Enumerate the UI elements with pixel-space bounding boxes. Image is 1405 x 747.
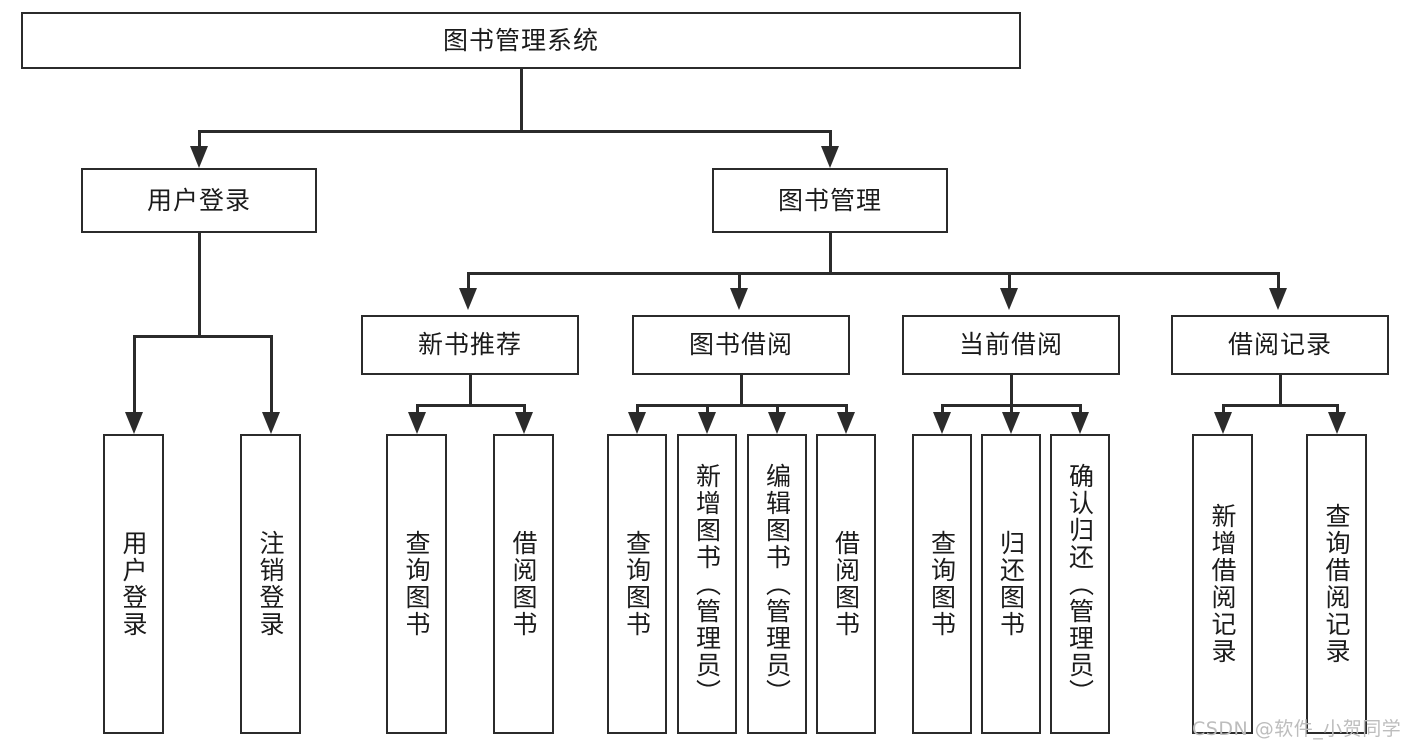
edge-user-login-to-leaf-0 [133,335,136,417]
arrow-bb-to-leaf-3 [837,412,855,434]
edge-bb-to-leaf-1 [706,404,709,417]
node-user-login[interactable]: 用户登录 [81,168,317,233]
node-current-borrow[interactable]: 当前借阅 [902,315,1120,375]
arrow-bb-to-leaf-2 [768,412,786,434]
edge-root-bus [198,130,832,133]
arrow-user-login-to-leaf-0 [125,412,143,434]
edge-book-management-stem [829,233,832,274]
leaf-user-login-0[interactable]: 用户登录 [103,434,164,734]
edge-bm-to-borrow-record [1277,272,1280,292]
node-book-management[interactable]: 图书管理 [712,168,948,233]
node-label: 新增借阅记录 [1208,503,1237,665]
edge-bb-to-leaf-3 [845,404,848,417]
edge-cb-to-leaf-2 [1079,404,1082,417]
edge-nb-to-leaf-1 [523,404,526,417]
edge-user-login-stem [198,233,201,337]
edge-root-to-book-management [829,130,832,152]
leaf-user-login-1[interactable]: 注销登录 [240,434,301,734]
edge-br-to-leaf-0 [1222,404,1225,417]
arrow-cb-to-leaf-2 [1071,412,1089,434]
arrow-bm-to-new-book [459,288,477,310]
node-label: 借阅图书 [831,530,861,638]
edge-bm-to-book-borrow [738,272,741,292]
node-root-book-management-system[interactable]: 图书管理系统 [21,12,1021,69]
edge-user-login-to-leaf-1 [270,335,273,417]
node-label: 查询图书 [622,530,652,638]
node-label: 借阅记录 [1227,330,1332,360]
edge-cb-to-leaf-1 [1010,404,1013,417]
node-label: 新书推荐 [417,330,522,360]
node-label: 编辑图书（管理员） [762,462,792,706]
leaf-book-borrow-3[interactable]: 借阅图书 [816,434,876,734]
node-book-borrow[interactable]: 图书借阅 [632,315,850,375]
node-label: 注销登录 [256,530,285,638]
edge-new-book-bus [416,404,526,407]
node-label: 查询图书 [402,530,431,638]
edge-borrow-record-bus [1222,404,1339,407]
leaf-current-borrow-1[interactable]: 归还图书 [981,434,1041,734]
node-label: 归还图书 [996,530,1026,638]
edge-new-book-stem [469,375,472,406]
edge-book-management-bus [467,272,1279,275]
arrow-root-to-book-management [821,146,839,168]
leaf-book-borrow-1[interactable]: 新增图书（管理员） [677,434,737,734]
node-borrow-record[interactable]: 借阅记录 [1171,315,1389,375]
node-label: 新增图书（管理员） [692,462,722,706]
edge-bb-to-leaf-2 [776,404,779,417]
leaf-new-book-recommend-1[interactable]: 借阅图书 [493,434,554,734]
arrow-bm-to-current-borrow [1000,288,1018,310]
arrow-root-to-user-login [190,146,208,168]
node-new-book-recommend[interactable]: 新书推荐 [361,315,579,375]
node-label: 查询借阅记录 [1322,503,1351,665]
arrow-bb-to-leaf-0 [628,412,646,434]
edge-bm-to-current-borrow [1008,272,1011,292]
arrow-nb-to-leaf-1 [515,412,533,434]
arrow-bm-to-borrow-record [1269,288,1287,310]
leaf-book-borrow-2[interactable]: 编辑图书（管理员） [747,434,807,734]
edge-cb-to-leaf-0 [941,404,944,417]
node-label: 用户登录 [119,530,148,638]
arrow-nb-to-leaf-0 [408,412,426,434]
node-label: 图书借阅 [688,330,793,360]
edge-borrow-record-stem [1279,375,1282,406]
edge-root-stem [520,69,523,132]
arrow-cb-to-leaf-1 [1002,412,1020,434]
arrow-cb-to-leaf-0 [933,412,951,434]
node-label: 用户登录 [146,185,251,215]
edge-bb-to-leaf-0 [636,404,639,417]
node-label: 图书管理 [777,185,882,215]
leaf-current-borrow-2[interactable]: 确认归还（管理员） [1050,434,1110,734]
node-label: 图书管理系统 [442,25,599,55]
node-label: 借阅图书 [509,530,538,638]
edge-bm-to-new-book [467,272,470,292]
edge-current-borrow-stem [1010,375,1013,406]
arrow-br-to-leaf-0 [1214,412,1232,434]
node-label: 确认归还（管理员） [1065,462,1095,706]
node-label: 当前借阅 [958,330,1063,360]
arrow-user-login-to-leaf-1 [262,412,280,434]
edge-nb-to-leaf-0 [416,404,419,417]
edge-root-to-user-login [198,130,201,152]
watermark-text: CSDN @软件_小贺同学 [1192,718,1402,740]
edge-book-borrow-stem [740,375,743,406]
edge-book-borrow-bus [636,404,846,407]
arrow-bm-to-book-borrow [730,288,748,310]
leaf-new-book-recommend-0[interactable]: 查询图书 [386,434,447,734]
arrow-bb-to-leaf-1 [698,412,716,434]
edge-br-to-leaf-1 [1336,404,1339,417]
edge-user-login-bus [133,335,273,338]
leaf-borrow-record-1[interactable]: 查询借阅记录 [1306,434,1367,734]
node-label: 查询图书 [927,530,957,638]
leaf-current-borrow-0[interactable]: 查询图书 [912,434,972,734]
leaf-borrow-record-0[interactable]: 新增借阅记录 [1192,434,1253,734]
leaf-book-borrow-0[interactable]: 查询图书 [607,434,667,734]
arrow-br-to-leaf-1 [1328,412,1346,434]
